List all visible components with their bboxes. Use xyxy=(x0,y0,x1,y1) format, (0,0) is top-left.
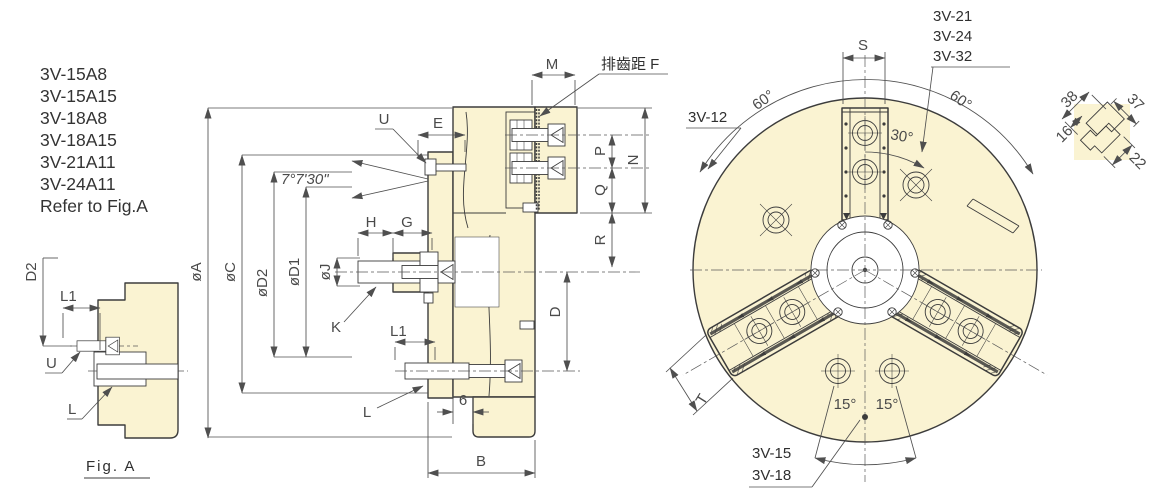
model-line-3: 3V-18A15 xyxy=(40,130,117,150)
fig-a-view: D2 L1 U L Fig. A xyxy=(23,257,188,479)
dim-l1: L1 xyxy=(390,323,407,340)
body-bottom-block xyxy=(472,396,536,438)
u-screw-shaft xyxy=(435,163,467,172)
dim-p: P xyxy=(592,146,609,156)
model-line-5: 3V-24A11 xyxy=(40,174,116,194)
taper-angle-label: 7°7'30" xyxy=(281,171,329,188)
dim-6: 6 xyxy=(459,392,467,409)
angle-15-right: 15° xyxy=(876,396,899,413)
section-label-u: U xyxy=(379,111,390,128)
dim-s: S xyxy=(858,37,868,54)
model-list: 3V-15A8 3V-15A15 3V-18A8 3V-18A15 3V-21A… xyxy=(40,64,148,216)
fig-a-label-u: U xyxy=(46,355,57,372)
dim-g: G xyxy=(401,214,413,231)
dim-n: N xyxy=(625,155,642,166)
fig-a-dim-d2: D2 xyxy=(23,262,40,281)
detail-fill xyxy=(1074,104,1130,160)
dim-phi-j: øJ xyxy=(317,264,334,281)
fig-a-dim-l1: L1 xyxy=(60,288,77,305)
model-line-6: Refer to Fig.A xyxy=(40,196,148,216)
detail-piece-lower xyxy=(1079,122,1121,154)
angle-30: 30° xyxy=(889,126,914,147)
callout-anchor-dot xyxy=(862,414,868,420)
fig-a-caption: Fig. A xyxy=(86,458,136,475)
callout-3v21: 3V-21 xyxy=(933,8,972,25)
serration-detail: 38 16 37 22 xyxy=(1053,88,1150,173)
label-l: L xyxy=(363,404,371,421)
u-screw-head xyxy=(424,158,437,176)
callout-3v18: 3V-18 xyxy=(752,467,791,484)
front-view: S 60° 60° 30° 15° 15° T 3V-12 3V-21 3V-2… xyxy=(665,8,1048,488)
model-line-4: 3V-21A11 xyxy=(40,152,116,172)
dim-q: Q xyxy=(592,184,609,196)
callout-3v12: 3V-12 xyxy=(688,109,727,126)
fig-a-lower-screw xyxy=(96,363,179,380)
dim-phi-d1: øD1 xyxy=(286,258,303,286)
callout-3v24: 3V-24 xyxy=(933,28,972,45)
fig-a-label-l: L xyxy=(68,401,76,418)
master-jaw xyxy=(505,111,536,209)
angle-15-left: 15° xyxy=(834,396,857,413)
detail-dim-16: 16 xyxy=(1053,122,1077,146)
pitch-label: 排齒距 F xyxy=(601,56,659,73)
angle-60-left: 60° xyxy=(749,87,777,114)
model-line-1: 3V-15A15 xyxy=(40,86,117,106)
dim-phi-a: øA xyxy=(188,262,205,281)
dim-h: H xyxy=(366,214,377,231)
dim-t: T xyxy=(693,391,712,408)
dim-m: M xyxy=(546,56,559,73)
model-line-0: 3V-15A8 xyxy=(40,64,107,84)
callout-3v32: 3V-32 xyxy=(933,48,972,65)
dim-d: D xyxy=(547,306,564,317)
dim-b: B xyxy=(476,453,486,470)
model-line-2: 3V-18A8 xyxy=(40,108,107,128)
dim-e: E xyxy=(433,115,443,132)
dim-r: R xyxy=(592,234,609,245)
section-view: øA øC øD2 øD1 øJ M 排齒距 F U xyxy=(188,56,668,478)
label-k: K xyxy=(331,319,341,336)
callout-3v15: 3V-15 xyxy=(752,445,791,462)
jaw-nut xyxy=(522,202,539,213)
dim-phi-d2: øD2 xyxy=(254,269,271,297)
dim-phi-c: øC xyxy=(222,262,239,282)
